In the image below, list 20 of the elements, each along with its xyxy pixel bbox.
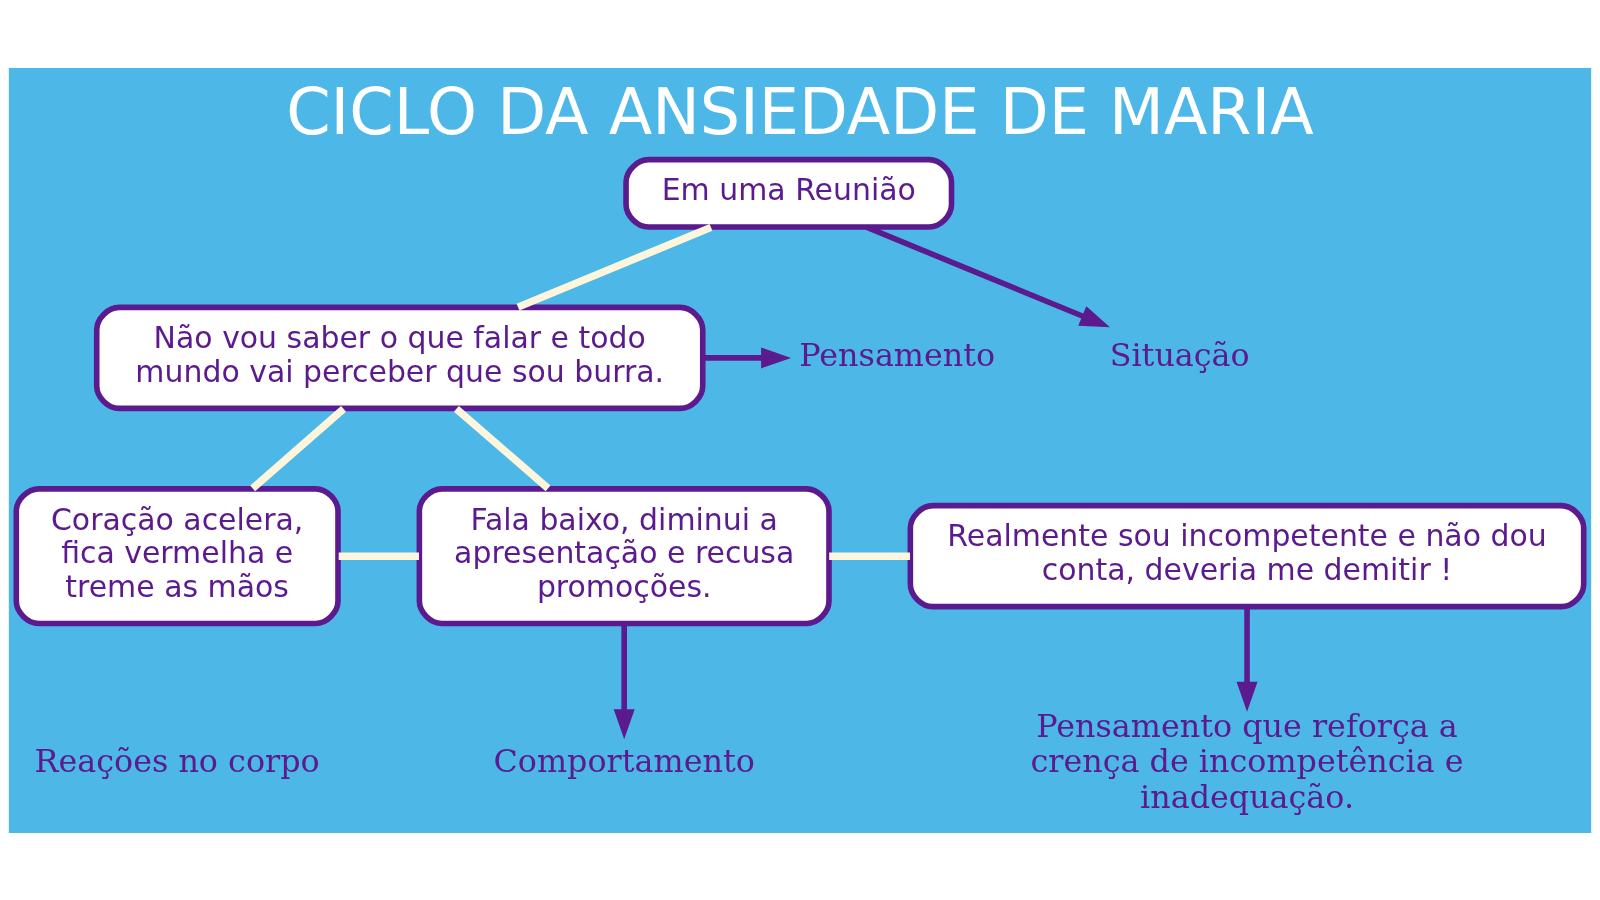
connector <box>338 551 419 560</box>
diagram-title: CICLO DA ANSIEDADE DE MARIA <box>286 74 1314 149</box>
node-text: Pensamento que reforça a crença de incompetência e inadequação. <box>1030 706 1464 815</box>
connector <box>829 551 910 560</box>
arrow <box>1236 606 1258 712</box>
connector <box>250 405 347 491</box>
node-box: Fala baixo, diminui a apresentação e recusa promoções. <box>416 485 832 626</box>
arrow <box>865 224 1110 327</box>
node-box: Realmente sou incompetente e não dou conta, deveria me demitir ! <box>907 502 1587 609</box>
connector <box>516 223 713 311</box>
node-text: Situação <box>1109 335 1250 373</box>
node-text: Comportamento <box>493 741 755 779</box>
node-box: Não vou saber o que falar e todo mundo vai perceber que sou burra. <box>93 304 706 411</box>
arrow <box>613 623 635 739</box>
node-text: Pensamento <box>799 335 996 373</box>
node-box: Em uma Reunião <box>623 156 955 230</box>
node-box: Coração acelera, fica vermelha e treme as mãos <box>13 485 341 626</box>
arrow <box>702 346 792 368</box>
label: Reações no corpo <box>34 741 320 779</box>
connector <box>453 405 551 491</box>
